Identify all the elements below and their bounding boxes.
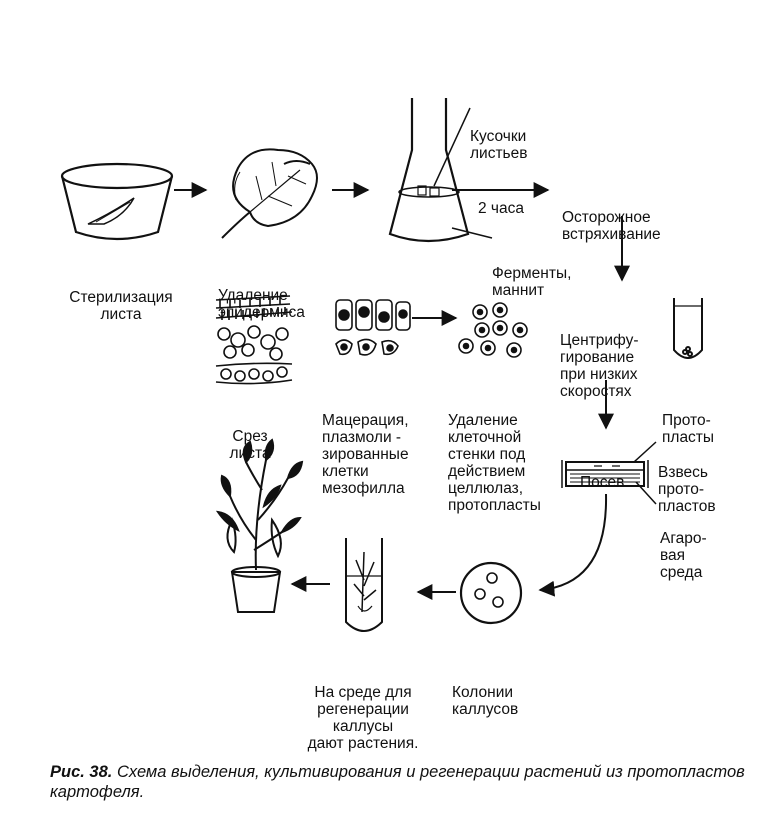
- label-plating: Посев: [580, 474, 625, 491]
- figure-caption: Рис. 38. Схема выделения, культивировани…: [50, 762, 750, 802]
- arrow-plating-to-colonies: [538, 493, 608, 597]
- plasmolyzed-cells-icon: [335, 299, 411, 356]
- plating-dish-icon: [561, 460, 649, 488]
- sterilization-bowl-icon: [60, 162, 174, 241]
- leaf-icon: [221, 148, 318, 239]
- centrifuge-tube-icon: [673, 298, 703, 359]
- free-protoplasts-icon: [458, 302, 528, 358]
- label-protoplasts: Прото-пласты: [662, 412, 715, 446]
- label-enzymes: Ферменты,маннит: [492, 265, 572, 299]
- potted-plant-icon: [215, 438, 304, 613]
- label-two-hours: 2 часа: [478, 200, 524, 217]
- flask-icon: [388, 98, 470, 243]
- flow-arrows: [174, 182, 630, 600]
- agar-pointer: [635, 481, 657, 505]
- callus-colonies-dish-icon: [459, 561, 523, 625]
- caption-text: Схема выделения, культивирования и реген…: [50, 763, 745, 801]
- suspension-pointer: [633, 441, 657, 463]
- regeneration-tube-icon: [345, 538, 383, 632]
- pointer-lines: [433, 107, 657, 505]
- leaf-pieces-pointer: [433, 107, 471, 187]
- enzymes-pointer: [451, 227, 493, 239]
- caption-label: Рис. 38.: [50, 763, 113, 781]
- leaf-section-icon: [215, 295, 293, 385]
